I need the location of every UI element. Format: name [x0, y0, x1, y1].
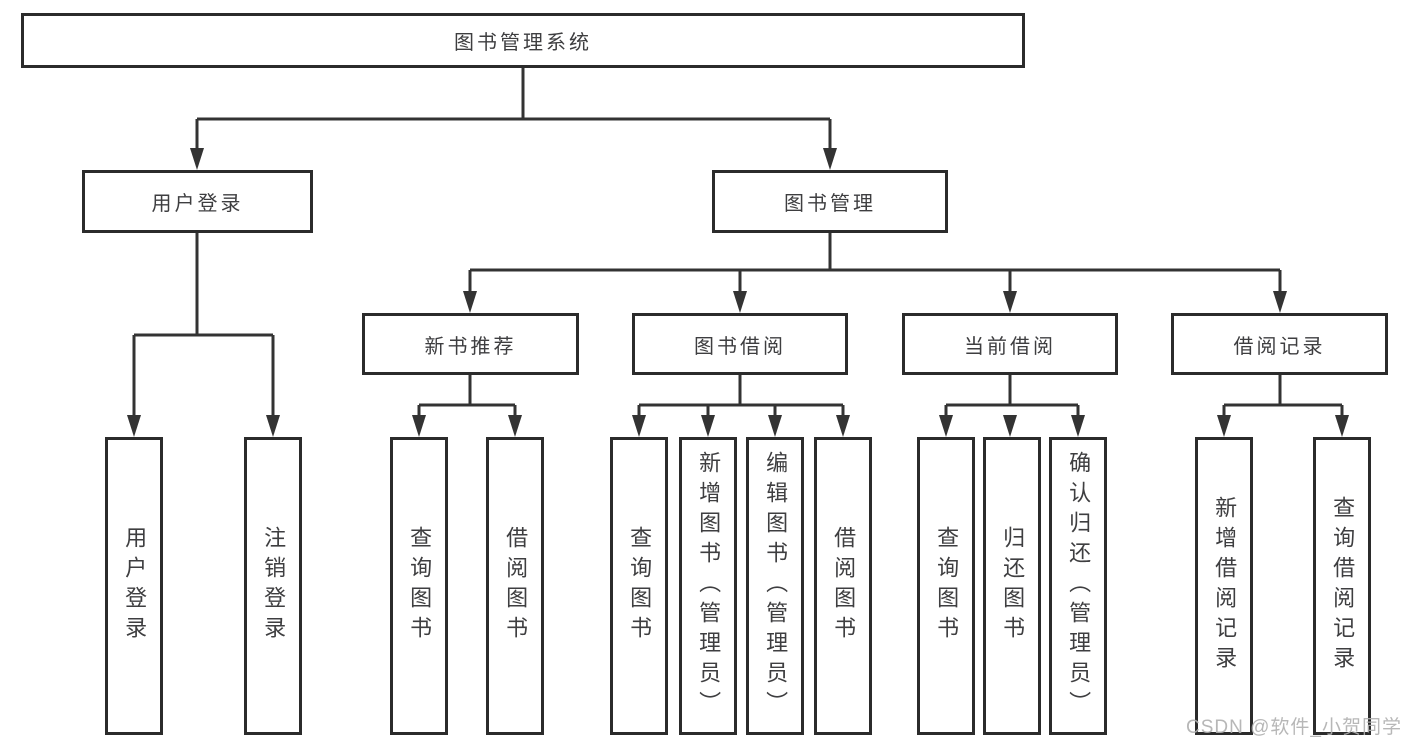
leaf-label: 查询图书: [627, 526, 653, 646]
node-book-borrowing: 图书借阅: [632, 313, 848, 375]
leaf-label: 注销登录: [261, 526, 287, 646]
leaf-label: 借阅图书: [831, 526, 857, 646]
node-label: 借阅记录: [1233, 335, 1326, 358]
node-new-book-recommendation: 新书推荐: [362, 313, 579, 375]
leaf-add-borrow-record: 新增借阅记录: [1195, 437, 1253, 735]
node-label: 图书管理: [784, 193, 876, 215]
leaf-return-book: 归还图书: [983, 437, 1041, 735]
node-label: 新书推荐: [424, 335, 517, 358]
connector-path: [132, 68, 1344, 419]
arrowheads: [127, 148, 1349, 437]
leaf-label: 新增图书（管理员）: [696, 451, 722, 721]
csdn-watermark: CSDN @软件_小贺同学: [1186, 717, 1402, 738]
leaf-label: 编辑图书（管理员）: [763, 451, 789, 721]
node-book-management: 图书管理: [712, 170, 948, 233]
leaf-confirm-return-admin: 确认归还（管理员）: [1049, 437, 1107, 735]
leaf-logout: 注销登录: [244, 437, 302, 735]
leaf-edit-book-admin: 编辑图书（管理员）: [746, 437, 804, 735]
node-label: 图书借阅: [694, 335, 786, 358]
leaf-query-books-borrow: 查询图书: [610, 437, 668, 735]
leaf-borrow-books-newbook: 借阅图书: [486, 437, 544, 735]
leaf-add-book-admin: 新增图书（管理员）: [679, 437, 737, 735]
leaf-label: 查询图书: [407, 526, 433, 646]
leaf-query-books-newbook: 查询图书: [390, 437, 448, 735]
leaf-label: 查询图书: [934, 526, 960, 646]
leaf-query-books-current: 查询图书: [917, 437, 975, 735]
node-library-system: 图书管理系统: [21, 13, 1025, 68]
node-user-login: 用户登录: [82, 170, 313, 233]
node-borrowing-records: 借阅记录: [1171, 313, 1388, 375]
leaf-label: 确认归还（管理员）: [1066, 451, 1092, 721]
leaf-label: 新增借阅记录: [1212, 496, 1238, 676]
leaf-query-borrow-record: 查询借阅记录: [1313, 437, 1371, 735]
leaf-label: 归还图书: [1000, 526, 1026, 646]
node-current-borrowing: 当前借阅: [902, 313, 1118, 375]
leaf-label: 查询借阅记录: [1330, 496, 1356, 676]
node-label: 当前借阅: [964, 335, 1056, 358]
node-label: 图书管理系统: [454, 32, 592, 54]
leaf-label: 用户登录: [122, 526, 148, 646]
node-label: 用户登录: [151, 193, 244, 215]
leaf-user-login: 用户登录: [105, 437, 163, 735]
leaf-borrow-books-borrow: 借阅图书: [814, 437, 872, 735]
leaf-label: 借阅图书: [503, 526, 529, 646]
